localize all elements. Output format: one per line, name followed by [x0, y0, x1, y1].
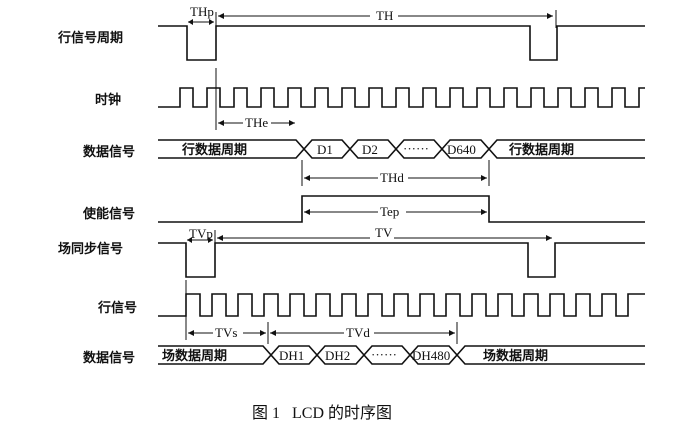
- bus2-dots: ······: [371, 347, 397, 362]
- clock-waveform: [158, 87, 645, 108]
- bus2-dh2: DH2: [325, 348, 350, 363]
- hsync-waveform: [158, 293, 645, 317]
- label-row-enable: 使能信号: [82, 206, 135, 222]
- label-row-vsync: 场同步信号: [58, 241, 123, 257]
- mark-tvp: TVp: [189, 226, 213, 241]
- label-row-data-1: 数据信号: [83, 144, 135, 160]
- hsync-period-waveform: [158, 25, 645, 61]
- tep-label-bg: [378, 204, 406, 218]
- mark-the: THe: [245, 115, 268, 130]
- tvs-label-bg: [213, 325, 243, 339]
- bus2-left-label: 场数据周期: [162, 348, 227, 364]
- label-row-clock: 时钟: [95, 92, 121, 108]
- bus2-dh1: DH1: [279, 348, 304, 363]
- bus1-d1: D1: [317, 142, 333, 157]
- bus1-right-label: 行数据周期: [508, 142, 574, 158]
- tvd-label-bg: [344, 325, 374, 339]
- mark-tep: Tep: [380, 204, 399, 219]
- label-row-hsync-period: 行信号周期: [57, 30, 123, 46]
- vsync-waveform: [158, 242, 645, 278]
- mark-tv: TV: [375, 225, 393, 240]
- mark-tvs: TVs: [215, 325, 237, 340]
- bus1-dots: ······: [403, 141, 429, 156]
- thd-label-bg: [378, 170, 408, 184]
- bus1-d640: D640: [447, 142, 476, 157]
- bus1-d2: D2: [362, 142, 378, 157]
- data-bus-1: [158, 139, 645, 159]
- label-row-hsync: 行信号: [97, 300, 137, 316]
- the-label-bg: [243, 115, 271, 129]
- bus1-left-label: 行数据周期: [181, 142, 247, 158]
- label-row-data-2: 数据信号: [83, 350, 135, 366]
- mark-thd: THd: [380, 170, 404, 185]
- mark-thp: THp: [190, 4, 214, 19]
- mark-tvd: TVd: [346, 325, 370, 340]
- enable-waveform: [158, 195, 645, 223]
- bus2-dh480: DH480: [412, 348, 450, 363]
- data-bus-2: [158, 345, 645, 365]
- figure-caption: 图 1 LCD 的时序图: [252, 404, 392, 422]
- bus2-right-label: 场数据周期: [483, 348, 548, 364]
- mark-th: TH: [376, 8, 393, 23]
